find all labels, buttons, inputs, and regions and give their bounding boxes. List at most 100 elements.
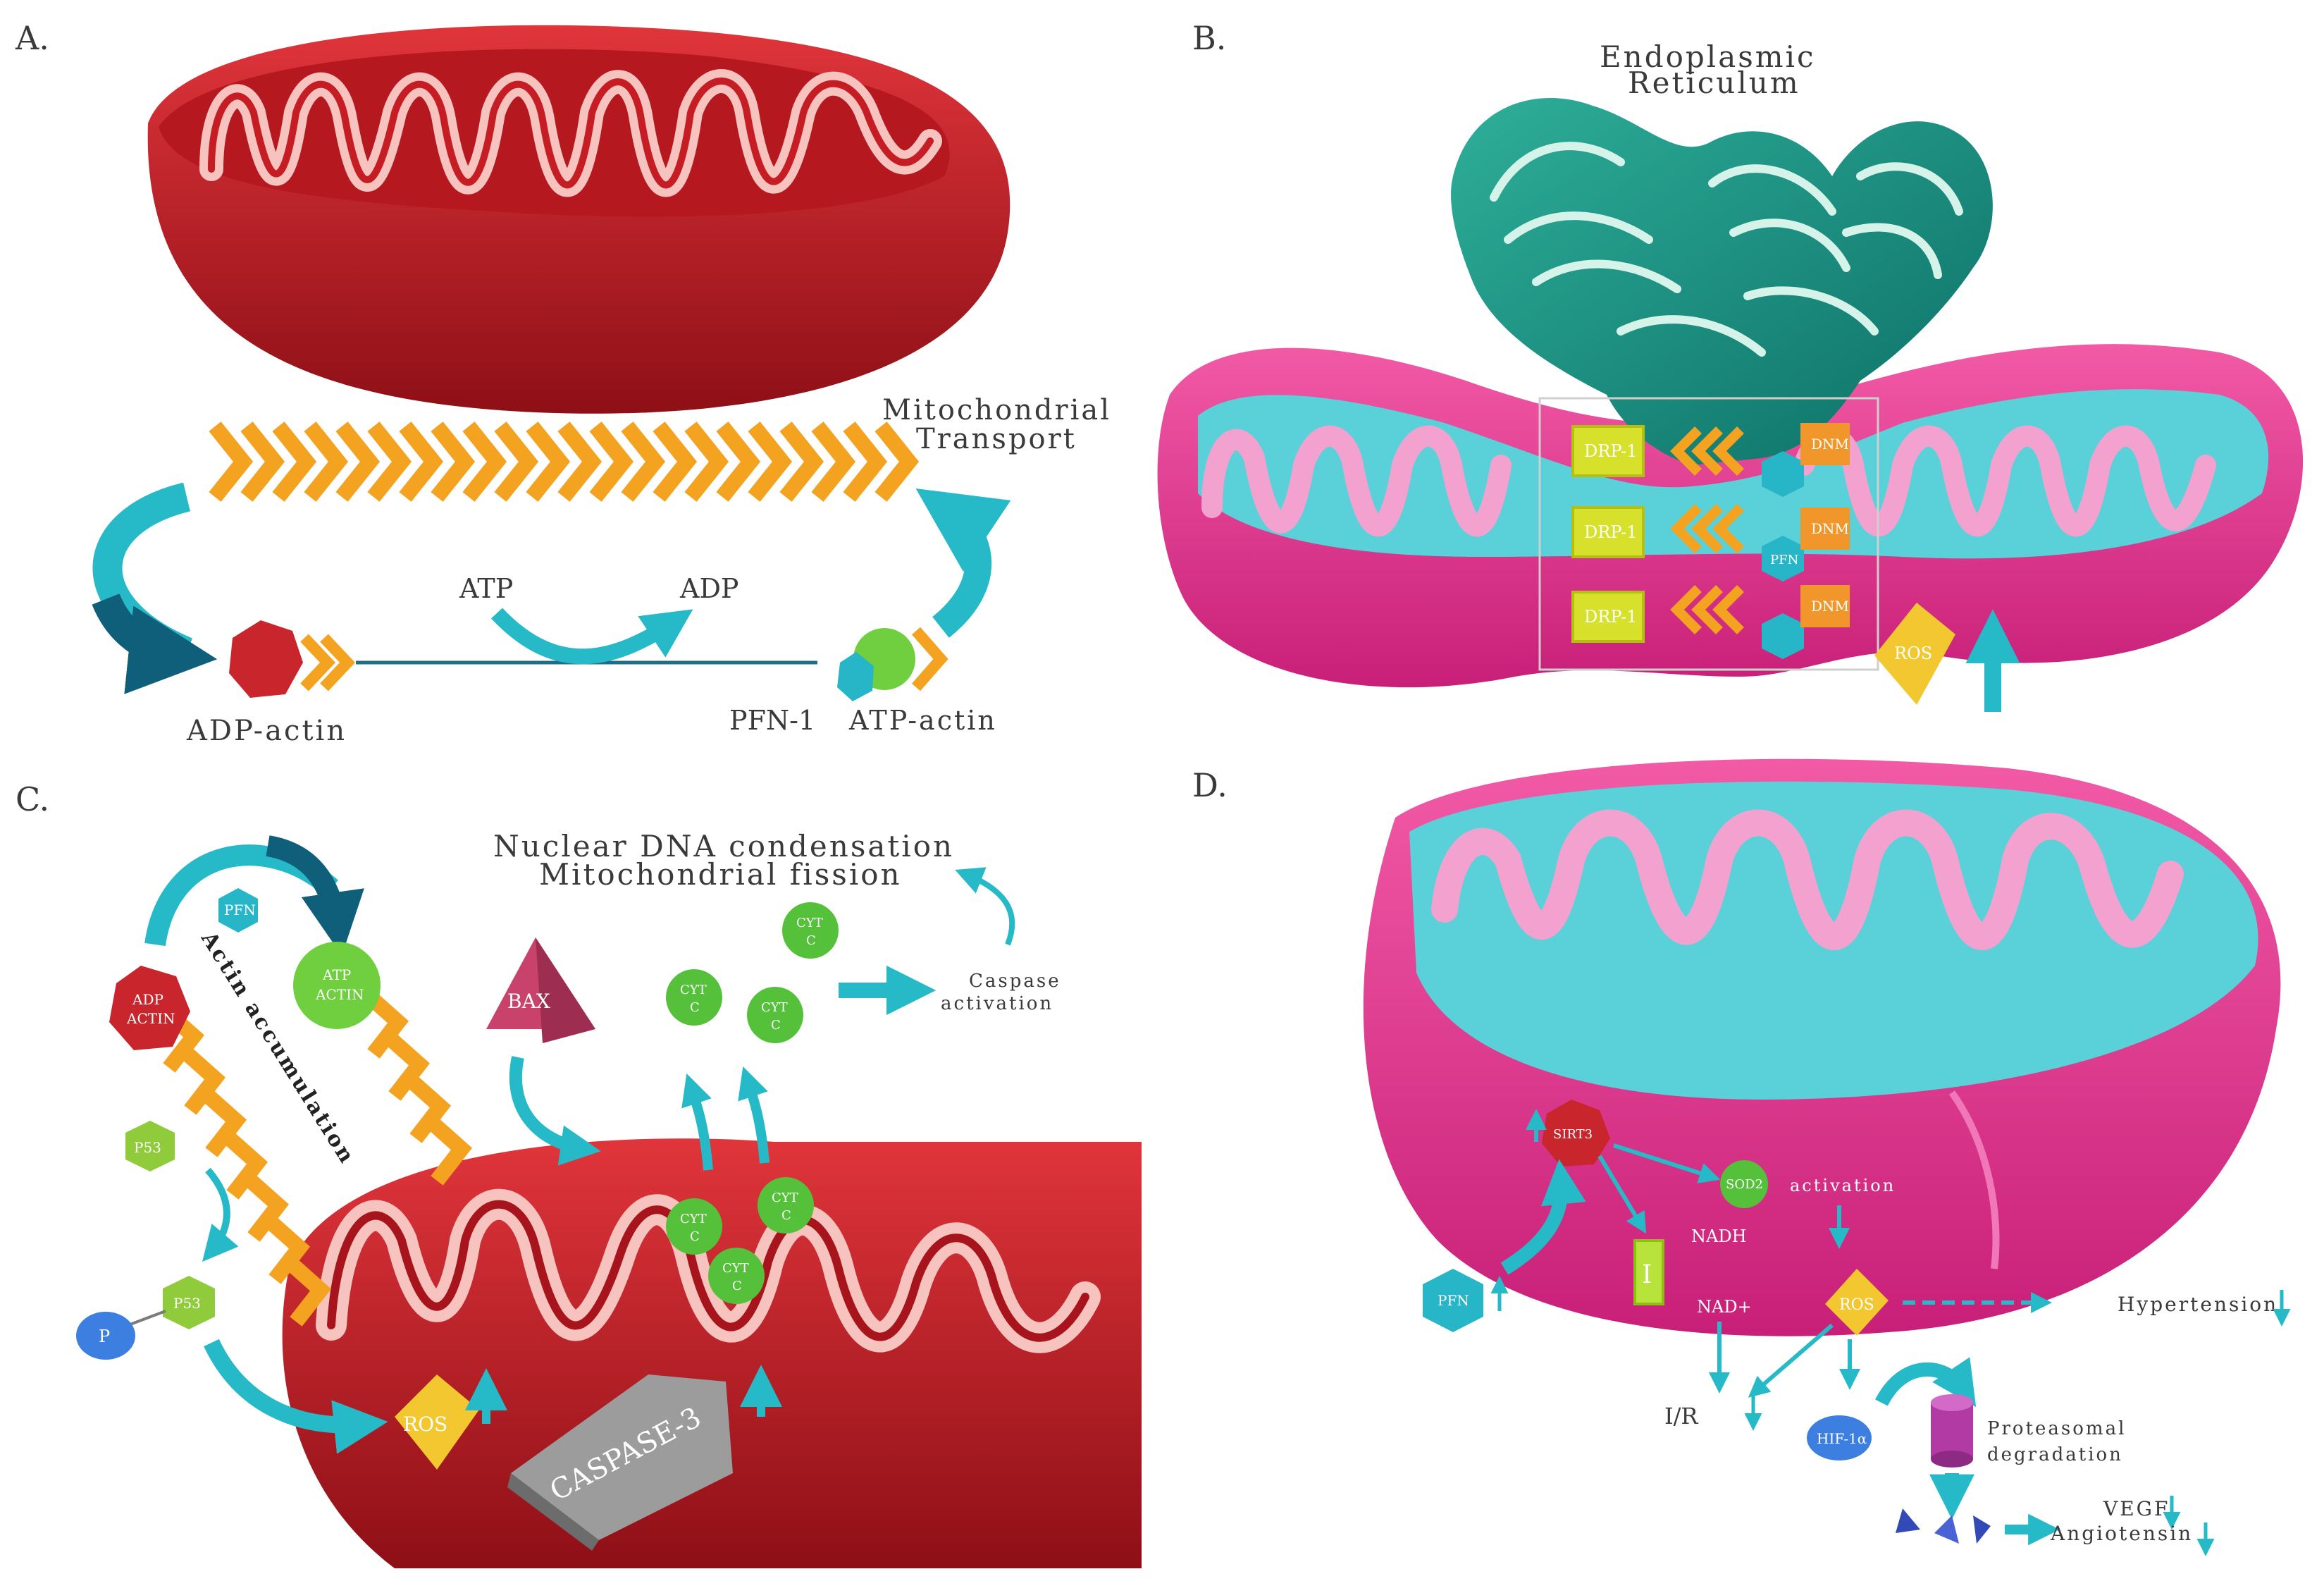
panel-c-adp-actin-icon bbox=[109, 966, 190, 1050]
pfn-icon bbox=[837, 652, 874, 701]
panel-b-er bbox=[1451, 98, 1993, 466]
panel-c-mitochondrion bbox=[282, 1138, 1142, 1568]
panel-c-cytc-1b: C bbox=[806, 933, 816, 948]
panel-d-proteasome-icon bbox=[1931, 1394, 1973, 1468]
panel-d-sirt-sod-arrow bbox=[1613, 1143, 1721, 1183]
panel-b-er-line2: Reticulum bbox=[1628, 66, 1800, 100]
panel-b-drp1-stack: DRP-1 DRP-1 DRP-1 bbox=[1571, 425, 1645, 643]
panel-c-p53-label-1: P53 bbox=[134, 1139, 161, 1156]
panel-c-bax-arrow bbox=[509, 1056, 601, 1166]
panel-c-cytc-3b: C bbox=[771, 1018, 781, 1033]
panel-c-cytc-5a: CYT bbox=[772, 1191, 798, 1205]
panel-c-cytc-3a: CYT bbox=[761, 1000, 788, 1015]
panel-b-pfn-stack: DNM DNM DNM PFN bbox=[1762, 423, 1850, 659]
panel-d: D. SIRT3 SOD2 activation I NADH NAD+ ROS… bbox=[1192, 758, 2291, 1556]
panel-c-pfn-icon bbox=[218, 888, 258, 933]
panel-c-cycle-arrow-dark bbox=[266, 835, 364, 956]
panel-c-p-label: P bbox=[99, 1327, 110, 1346]
panel-c: C. Nuclear DNA condensation Mitochondria… bbox=[16, 780, 1142, 1568]
panel-a-mitochondrion bbox=[147, 25, 1010, 414]
panel-d-ros-icon bbox=[1825, 1269, 1889, 1336]
panel-a-atp-actin-label: ATP-actin bbox=[848, 705, 997, 736]
panel-b: B. Endoplasmic Reticulum DRP-1 DRP-1 DRP… bbox=[1157, 19, 2304, 712]
panel-d-nadh-label: NADH bbox=[1691, 1226, 1747, 1246]
panel-b-er-line1: Endoplasmic bbox=[1600, 39, 1816, 74]
panel-c-cytc-1a: CYT bbox=[796, 916, 823, 930]
panel-a-cycle-arrow-left-tip bbox=[92, 593, 218, 694]
panel-c-p53-arrow bbox=[202, 1167, 239, 1262]
panel-c-pfn-label: PFN bbox=[224, 902, 256, 918]
panel-c-cytc-6b: C bbox=[732, 1279, 742, 1293]
panel-d-sirt-label: SIRT3 bbox=[1553, 1127, 1593, 1142]
adp-actin-icon bbox=[229, 620, 303, 698]
panel-d-proteasomal-1: Proteasomal bbox=[1987, 1418, 2126, 1439]
panel-d-fragments-icon bbox=[1896, 1508, 1991, 1544]
panel-c-adp-actin-label-1: ADP bbox=[132, 991, 163, 1008]
panel-b-ros-icon bbox=[1874, 603, 1955, 705]
panel-a: A. Mitochondrial Transport bbox=[15, 19, 1111, 747]
panel-d-angiotensin-label: Angiotensin bbox=[2050, 1522, 2193, 1545]
panel-c-heading-line1: Nuclear DNA condensation bbox=[493, 829, 954, 863]
panel-b-pfn-label: PFN bbox=[1770, 553, 1798, 567]
panel-c-atp-actin-label-1: ATP bbox=[322, 966, 351, 983]
panel-d-nad-label: NAD+ bbox=[1697, 1297, 1752, 1317]
panel-b-drp1-label-1: DRP-1 bbox=[1584, 441, 1638, 461]
panel-b-dnm-label-2: DNM bbox=[1811, 520, 1849, 537]
panel-d-hif-proteasome-arrow bbox=[1875, 1357, 1977, 1408]
panel-a-pfn-label: PFN-1 bbox=[729, 705, 815, 736]
panel-c-actin-chevrons-right bbox=[361, 988, 473, 1186]
panel-c-caspase-activation-1: Caspase bbox=[969, 971, 1061, 992]
panel-c-phosphate-icon bbox=[76, 1312, 135, 1360]
panel-c-p53-icon-1 bbox=[125, 1121, 175, 1171]
panel-c-heading-line2: Mitochondrial fission bbox=[539, 857, 902, 892]
panel-d-hif-label: HIF-1α bbox=[1817, 1430, 1867, 1447]
panel-d-complex-label: I bbox=[1642, 1260, 1652, 1289]
panel-d-activation-label: activation bbox=[1790, 1176, 1896, 1195]
panel-a-letter: A. bbox=[15, 19, 49, 57]
panel-a-transport-line1: Mitochondrial bbox=[882, 394, 1111, 426]
panel-c-ros-label: ROS bbox=[403, 1413, 447, 1436]
panel-d-pfn-sirt-arrow bbox=[1500, 1159, 1586, 1275]
panel-d-vegf-label: VEGF bbox=[2103, 1497, 2170, 1520]
panel-d-sod-label: SOD2 bbox=[1726, 1177, 1763, 1192]
panel-c-cytc-2b: C bbox=[690, 1000, 700, 1015]
panel-c-ros-icon bbox=[395, 1374, 479, 1470]
panel-d-sirt-icon bbox=[1542, 1100, 1610, 1167]
panel-b-drp1-label-3: DRP-1 bbox=[1584, 607, 1638, 627]
panel-d-ir-label: I/R bbox=[1664, 1403, 1698, 1429]
panel-d-letter: D. bbox=[1192, 766, 1228, 804]
panel-b-fission-box bbox=[1538, 397, 1879, 671]
panel-d-hypertension-label: Hypertension bbox=[2118, 1293, 2278, 1316]
panel-a-transport-line2: Transport bbox=[916, 423, 1077, 455]
panel-d-pfn-icon bbox=[1423, 1269, 1483, 1332]
panel-c-actin-chevrons-left bbox=[156, 1002, 332, 1327]
panel-b-ros-label: ROS bbox=[1894, 644, 1932, 663]
panel-c-caspase-up-arrow bbox=[955, 867, 1015, 946]
panel-c-letter: C. bbox=[16, 780, 49, 818]
panel-c-adp-actin-label-2: ACTIN bbox=[126, 1010, 175, 1027]
panel-c-atp-actin-icon bbox=[293, 942, 381, 1029]
panel-a-chevron-band bbox=[209, 422, 920, 502]
panel-c-caspase3-icon bbox=[511, 1374, 733, 1540]
panel-a-atp-label: ATP bbox=[459, 573, 513, 604]
panel-c-cytc-internal: CYT C CYT C CYT C bbox=[666, 1177, 814, 1304]
panel-b-chevrons bbox=[1670, 426, 1744, 634]
panel-d-ros-label: ROS bbox=[1839, 1296, 1874, 1314]
panel-b-drp1-label-2: DRP-1 bbox=[1584, 522, 1638, 542]
panel-c-cytc-6a: CYT bbox=[722, 1261, 749, 1276]
panel-c-caspase-activation-2: activation bbox=[941, 993, 1053, 1014]
panel-c-cytc-released: CYT C CYT C CYT C bbox=[666, 902, 839, 1043]
panel-a-atp-adp-arrow bbox=[491, 608, 693, 665]
panel-c-cytc-4a: CYT bbox=[680, 1212, 707, 1226]
panel-c-bax-label: BAX bbox=[507, 990, 550, 1013]
panel-d-complex-i-icon bbox=[1633, 1239, 1664, 1305]
panel-c-p53-icon-2 bbox=[163, 1276, 215, 1329]
panel-c-atp-actin-label-2: ACTIN bbox=[315, 986, 364, 1003]
panel-b-dnm-label-1: DNM bbox=[1811, 436, 1849, 453]
panel-d-hif-icon bbox=[1807, 1415, 1872, 1460]
panel-d-sod-icon bbox=[1720, 1160, 1768, 1208]
panel-a-adp-label: ADP bbox=[679, 573, 738, 604]
panel-b-letter: B. bbox=[1192, 19, 1226, 57]
panel-d-proteasomal-2: degradation bbox=[1987, 1444, 2123, 1465]
